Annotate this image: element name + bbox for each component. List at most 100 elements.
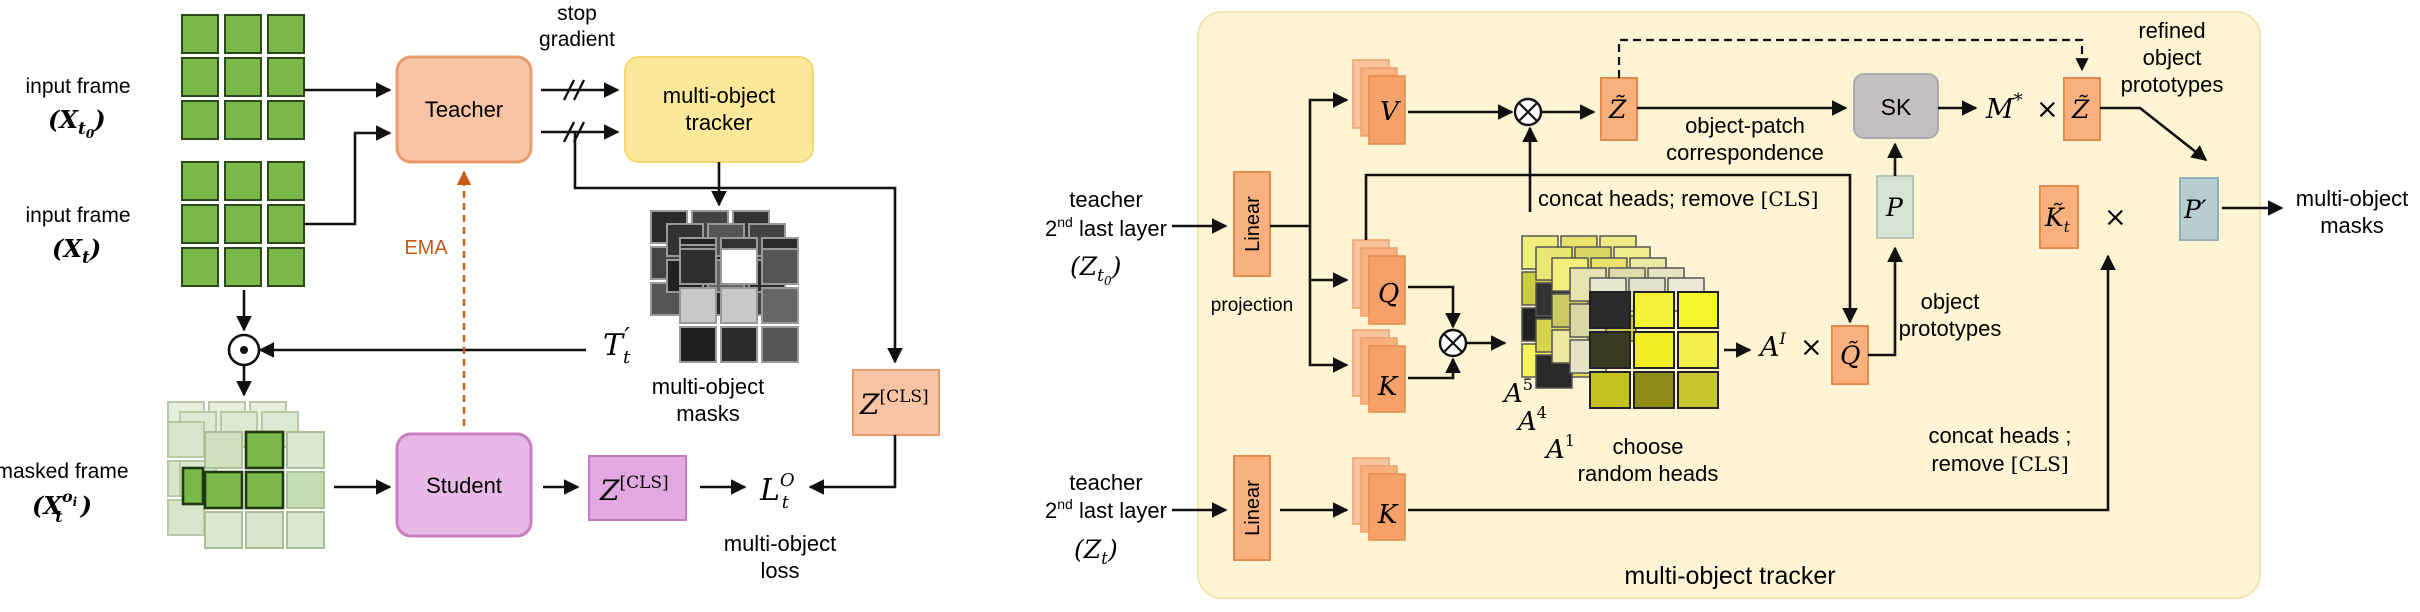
teacher2-line2: 2nd last layer (1045, 496, 1167, 523)
masks-stack (650, 210, 799, 363)
correspondence-line2: correspondence (1666, 140, 1824, 165)
tracker-panel: multi-object tracker teacher 2nd last la… (1045, 11, 2408, 599)
teacher1-var: (Zt0) (1070, 252, 1121, 288)
masks-label-line1: multi-object (652, 374, 764, 399)
arrow-Q-Qtilde (1364, 173, 1858, 324)
K-token (1352, 329, 1406, 413)
linear-box-2 (1233, 455, 1271, 561)
dashed-Z-skip (1617, 38, 2089, 78)
refined-line2: object (2143, 45, 2202, 70)
A1-label: A1 (1544, 431, 1575, 465)
teacher1-line1: teacher (1069, 187, 1142, 212)
Z-tilde-right-label: Z̃ (2071, 95, 2090, 124)
Z-tilde-label: Z̃ (1608, 95, 1627, 124)
Q-tilde-box (1831, 325, 1869, 385)
T-prime-label: Tt′ (603, 323, 631, 368)
concat-heads2-line1: concat heads ; (1928, 423, 2071, 448)
z-cls-student-box (588, 455, 687, 521)
stop-gradient-line1: stop (557, 2, 597, 25)
SK-label: SK (1881, 94, 1912, 120)
refined-line3: prototypes (2121, 72, 2224, 97)
times-icon-2: × (2036, 94, 2059, 125)
odot-dot (240, 346, 248, 354)
tracker-label-line1: multi-object (663, 83, 775, 108)
tracker-panel-title: multi-object tracker (1624, 562, 1835, 590)
arrow-zcls-teacher-loss (808, 435, 897, 495)
choose-heads-line2: random heads (1578, 461, 1719, 486)
stop-gradient-line2: gradient (539, 28, 615, 51)
teacher1-line2: 2nd last layer (1045, 214, 1167, 241)
Q-token (1352, 239, 1406, 325)
input-frame-label-t: input frame (25, 204, 130, 227)
otimes-icon-1-cross (1518, 102, 1538, 122)
z-cls-student-label: Z[CLS] (599, 473, 669, 507)
Q-label: Q (1378, 279, 1399, 309)
linear-label-2: Linear (1242, 480, 1264, 536)
A5-label: A5 (1502, 375, 1533, 409)
masked-frame-label: masked frame (0, 460, 129, 483)
masked-frame-front (181, 430, 325, 549)
projection-label: projection (1211, 295, 1293, 316)
teacher2-var: (Zt) (1074, 535, 1118, 569)
student-box (395, 432, 533, 538)
teacher-label: Teacher (425, 97, 503, 122)
M-star-label: M* (1985, 90, 2023, 125)
times-icon-3: × (2104, 202, 2127, 233)
tracker-panel-bg (1197, 11, 2261, 599)
Z-tilde-right-box (2063, 77, 2101, 141)
arrow-K2-Ktilde (1408, 254, 2116, 512)
tracker-label-line2: tracker (685, 110, 752, 135)
P-prime-label: P′ (2183, 195, 2207, 224)
Z-tilde-box (1600, 77, 1638, 141)
arrow-to-K (1308, 280, 1349, 373)
ema-label: EMA (404, 237, 448, 259)
loss-label-line1: multi-object (724, 531, 836, 556)
student-label: Student (426, 473, 502, 498)
attention-map-front (1589, 291, 1719, 409)
V-token (1352, 59, 1406, 145)
arrow-teacher-zcls (573, 132, 903, 364)
times-icon-1: × (1800, 332, 1823, 363)
left-panel: input frame (Xt0) input frame (Xt) maske… (0, 2, 940, 583)
teacher-box (395, 55, 533, 164)
arrow-to-V (1308, 92, 1349, 226)
loss-label-line2: loss (760, 558, 799, 583)
object-prototypes-line2: prototypes (1899, 316, 2002, 341)
concat-heads-label: concat heads; remove [CLS] (1538, 186, 1818, 211)
teacher2-line1: teacher (1069, 470, 1142, 495)
A4-label: A4 (1516, 403, 1547, 437)
V-label: V (1380, 97, 1401, 127)
concat-heads2-line2: remove [CLS] (1931, 451, 2068, 476)
K-tilde-box (2039, 185, 2079, 249)
input-frame-var-0: (Xt0) (48, 105, 106, 141)
P-prime-box (2179, 177, 2219, 241)
input-frame-var-t: (Xt) (52, 234, 101, 268)
K2-token (1352, 457, 1406, 541)
P-label: P (1885, 193, 1904, 222)
arrow-Q-otimes (1408, 285, 1461, 329)
K-label: K (1377, 372, 1399, 402)
AI-label: AI (1757, 329, 1787, 363)
input-frame-label-0: input frame (25, 75, 130, 98)
arrow-K-otimes (1408, 357, 1461, 380)
masks-label-line2: masks (676, 401, 740, 426)
z-cls-teacher-label: Z[CLS] (859, 387, 929, 421)
linear-box-1 (1233, 171, 1271, 277)
K2-label: K (1377, 500, 1399, 530)
otimes-icon-2-cross (1443, 333, 1463, 353)
K-tilde-label: K̃t (2044, 203, 2071, 236)
SK-box (1853, 73, 1939, 139)
arrow-Z-Pprime (2100, 106, 2208, 162)
correspondence-line1: object-patch (1685, 113, 1805, 138)
arrow-Qtilde-P (1868, 246, 1903, 357)
refined-line1: refined (2138, 18, 2205, 43)
arrow-framet-teacher (304, 125, 392, 226)
input-frame-grid-t0 (181, 14, 305, 140)
linear-label-1: Linear (1242, 196, 1264, 252)
output-line2: masks (2320, 213, 2384, 238)
object-prototypes-line1: object (1921, 289, 1980, 314)
choose-heads-line1: choose (1613, 434, 1684, 459)
